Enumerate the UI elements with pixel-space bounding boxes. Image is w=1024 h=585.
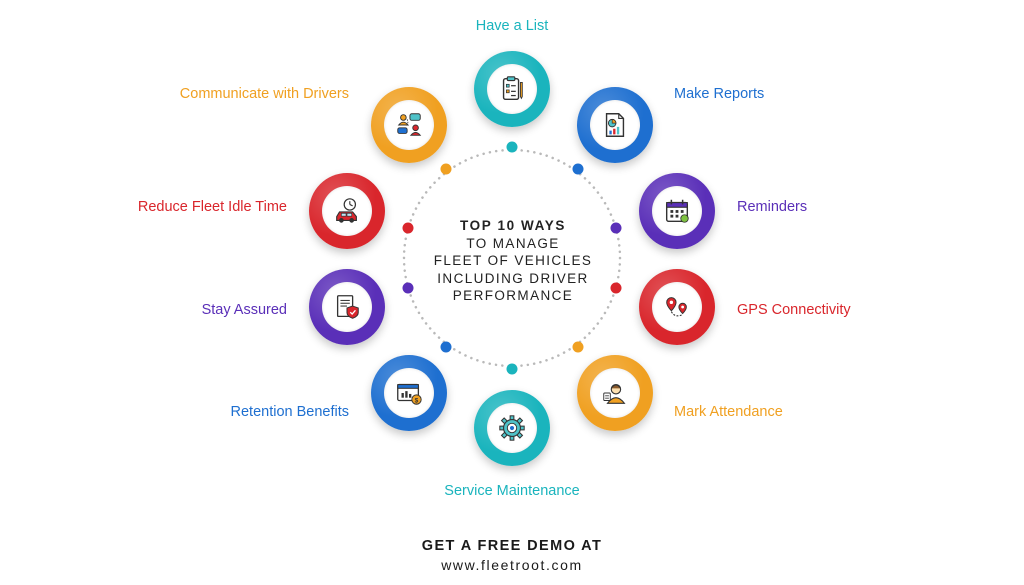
center-title: TOP 10 WAYS TO MANAGE FLEET OF VEHICLES … bbox=[415, 217, 611, 305]
center-title-line-3: FLEET OF VEHICLES bbox=[433, 253, 593, 268]
center-title-line-4: INCLUDING DRIVER bbox=[437, 270, 589, 286]
node-have-a-list bbox=[474, 51, 550, 127]
attendance-person-icon bbox=[600, 378, 630, 408]
label-mark-attendance: Mark Attendance bbox=[674, 404, 783, 420]
node-service-maintenance bbox=[474, 390, 550, 466]
benefits-window-icon: $ bbox=[394, 378, 424, 408]
label-make-reports: Make Reports bbox=[674, 86, 765, 102]
label-retention-benefits: Retention Benefits bbox=[230, 404, 350, 420]
node-make-reports bbox=[577, 87, 653, 163]
svg-text:$: $ bbox=[415, 397, 419, 404]
node-mark-attendance bbox=[577, 355, 653, 431]
label-reduce-fleet-idle-time: Reduce Fleet Idle Time bbox=[137, 199, 287, 215]
center-title-line-1: TOP 10 WAYS bbox=[460, 218, 566, 233]
label-stay-assured: Stay Assured bbox=[201, 302, 287, 318]
center-title-line-5: PERFORMANCE bbox=[452, 288, 574, 303]
ring-dot-4 bbox=[610, 282, 622, 294]
communication-icon bbox=[394, 110, 424, 140]
map-pin-icon bbox=[662, 292, 692, 322]
ring-dot-8 bbox=[402, 282, 414, 294]
secure-document-icon bbox=[332, 292, 362, 322]
gear-icon bbox=[497, 413, 527, 443]
label-communicate-with-drivers: Communicate with Drivers bbox=[179, 86, 349, 102]
calendar-icon bbox=[662, 196, 692, 226]
ring-dot-10 bbox=[440, 163, 452, 175]
label-reminders: Reminders bbox=[737, 199, 808, 215]
ring-dot-5 bbox=[572, 341, 584, 353]
node-stay-assured bbox=[309, 269, 385, 345]
node-communicate-with-drivers bbox=[371, 87, 447, 163]
car-clock-icon bbox=[332, 196, 362, 226]
label-have-a-list: Have a List bbox=[475, 18, 549, 34]
node-retention-benefits: $ bbox=[371, 355, 447, 431]
label-service-maintenance: Service Maintenance bbox=[444, 483, 580, 499]
report-chart-icon bbox=[600, 110, 630, 140]
footer-cta: GET A FREE DEMO AT www.fleetroot.com bbox=[0, 537, 1024, 575]
node-reminders bbox=[639, 173, 715, 249]
footer-demo-text: GET A FREE DEMO AT bbox=[421, 538, 603, 554]
ring-dot-1 bbox=[506, 141, 518, 153]
node-gps-connectivity bbox=[639, 269, 715, 345]
ring-dot-3 bbox=[610, 222, 622, 234]
checklist-icon bbox=[497, 74, 527, 104]
center-title-line-2: TO MANAGE bbox=[466, 235, 560, 251]
ring-dot-9 bbox=[402, 222, 414, 234]
ring-dot-2 bbox=[572, 163, 584, 175]
ring-dot-7 bbox=[440, 341, 452, 353]
node-reduce-fleet-idle-time bbox=[309, 173, 385, 249]
footer-website-link[interactable]: www.fleetroot.com bbox=[441, 557, 583, 573]
label-gps-connectivity: GPS Connectivity bbox=[737, 302, 851, 318]
ring-dot-6 bbox=[506, 363, 518, 375]
